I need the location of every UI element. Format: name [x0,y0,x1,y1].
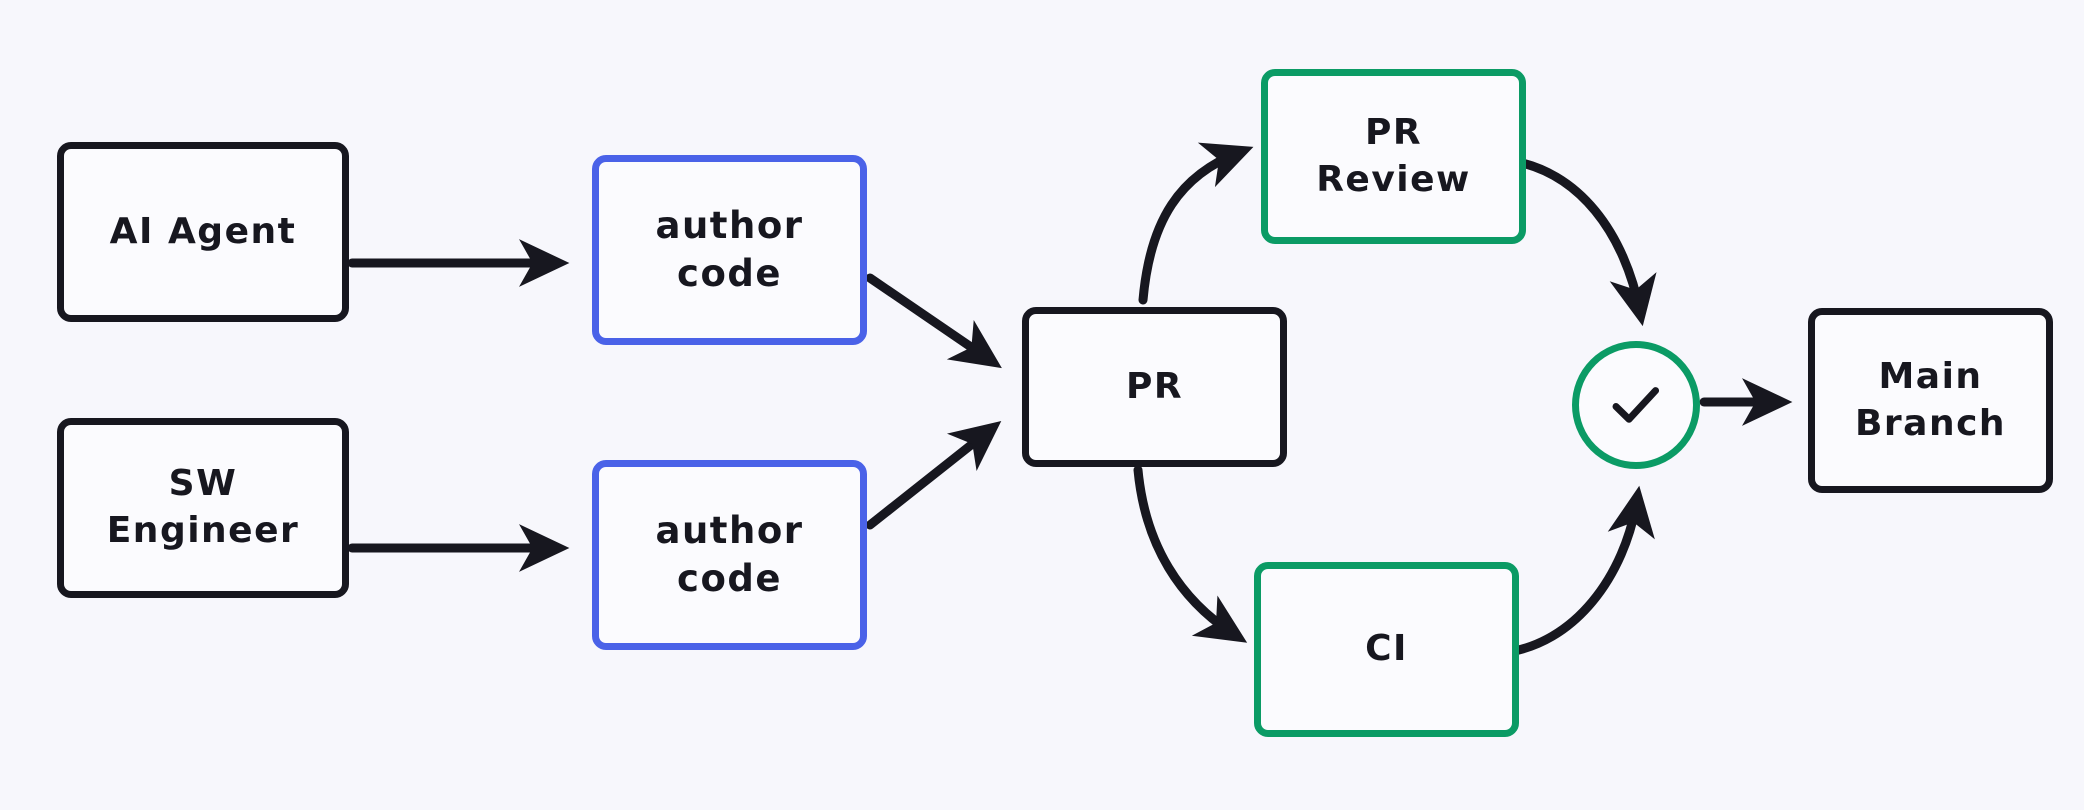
node-author-code-engineer[interactable]: author code [592,460,867,650]
node-merge-check[interactable] [1572,341,1700,469]
node-pr-review-label: PR Review [1316,111,1471,200]
node-ai-agent[interactable]: AI Agent [57,142,349,322]
node-main-branch[interactable]: Main Branch [1808,308,2053,493]
node-ai-agent-label: AI Agent [109,210,297,252]
edge-ci-to-check [1497,485,1655,658]
node-ci[interactable]: CI [1254,562,1519,737]
node-sw-engineer-label: SW Engineer [106,463,300,551]
node-sw-engineer[interactable]: SW Engineer [57,418,349,598]
edge-pr-review-to-check [1502,155,1657,327]
edge-author-code-agent-to-pr [865,273,1002,369]
node-pr[interactable]: PR [1022,307,1287,467]
node-ci-label: CI [1365,628,1408,670]
edge-author-code-engineer-to-pr [865,421,1002,530]
node-author-code-engineer-label: author code [655,508,804,600]
check-icon [1612,387,1660,423]
node-pr-label: PR [1125,365,1184,407]
node-main-branch-label: Main Branch [1854,355,2007,444]
node-author-code-agent[interactable]: author code [592,155,867,345]
node-author-code-agent-label: author code [655,203,804,295]
node-pr-review[interactable]: PR Review [1261,69,1526,244]
edge-pr-to-pr-review [1138,142,1254,305]
edge-pr-to-ci [1133,465,1248,643]
